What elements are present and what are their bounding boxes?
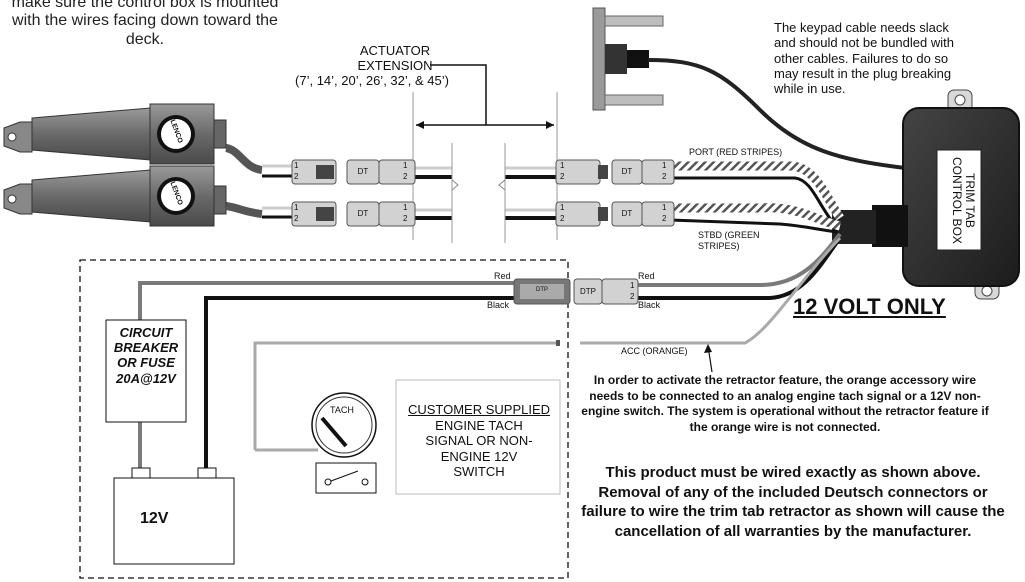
keypad-cable-note: The keypad cable needs slack and should … [774, 20, 954, 97]
pin-1: 1 [294, 203, 299, 212]
actuator-port [3, 103, 263, 174]
pin-1: 1 [662, 203, 667, 212]
dtp-label: DTP [580, 287, 596, 296]
pin-2: 2 [294, 214, 299, 223]
dtp-label: DTP [536, 287, 548, 293]
tach-gauge [311, 392, 377, 458]
acc-label: ACC (ORANGE) [621, 346, 688, 356]
actuator-stbd [3, 165, 263, 227]
black-label-left: Black [487, 300, 510, 310]
red-label-left: Red [494, 271, 511, 281]
port-label: PORT (RED STRIPES) [689, 147, 783, 157]
mounting-note: make sure the control box is mounted wit… [11, 0, 279, 48]
pin-1: 1 [403, 161, 408, 170]
pin-2: 2 [560, 214, 565, 223]
control-box [832, 89, 1020, 300]
switch [315, 462, 377, 494]
warranty-note: This product must be wired exactly as sh… [581, 464, 1005, 540]
pin-2: 2 [662, 214, 667, 223]
dt-connectors [291, 159, 675, 227]
stbd-label: STBD (GREEN STRIPES) [698, 230, 760, 251]
customer-supplied-box [395, 379, 561, 495]
actuator-extension-title: ACTUATOR EXTENSION [357, 43, 433, 73]
dt-label: DT [621, 167, 633, 176]
battery [113, 467, 235, 565]
pin-1: 1 [662, 161, 667, 170]
extension-lengths: (7’, 14’, 20’, 26’, 32’, & 45’) [295, 72, 449, 88]
stbd-wires [262, 203, 842, 234]
voltage-label: 12 VOLT ONLY [793, 294, 946, 319]
pin-2: 2 [662, 172, 667, 181]
red-label-right: Red [638, 271, 655, 281]
pin-2: 2 [630, 292, 635, 301]
keypad [592, 7, 906, 170]
actuator-extension-label: ACTUATOR EXTENSION (7’, 14’, 20’, 26’, 3… [262, 43, 482, 89]
customer-supplied-body: ENGINE TACH SIGNAL OR NON-ENGINE 12V SWI… [425, 417, 533, 480]
pin-1: 1 [294, 161, 299, 170]
dt-label: DT [621, 209, 633, 218]
dtp-connectors [513, 278, 639, 305]
pin-1: 1 [560, 161, 565, 170]
customer-supplied-region [79, 259, 569, 579]
black-label-right: Black [638, 300, 661, 310]
pin-1: 1 [630, 281, 635, 290]
battery-label: 12V [140, 510, 169, 527]
pin-2: 2 [560, 172, 565, 181]
pin-2: 2 [294, 172, 299, 181]
pin-1: 1 [560, 203, 565, 212]
breaker-box [105, 319, 187, 423]
pin-2: 2 [403, 172, 408, 181]
dt-label: DT [357, 209, 369, 218]
customer-supplied-title: CUSTOMER SUPPLIED [407, 402, 551, 417]
retractor-note: In order to activate the retractor featu… [581, 373, 989, 434]
breaker-label: CIRCUIT BREAKER OR FUSE 20A@12V [113, 325, 179, 386]
control-box-label: TRIM TAB CONTROL BOX [949, 156, 977, 244]
pin-1: 1 [403, 203, 408, 212]
pin-2: 2 [403, 214, 408, 223]
dt-label: DT [357, 167, 369, 176]
tach-label: TACH [330, 405, 354, 415]
customer-supplied-label: CUSTOMER SUPPLIED ENGINE TACH SIGNAL OR … [397, 402, 561, 480]
